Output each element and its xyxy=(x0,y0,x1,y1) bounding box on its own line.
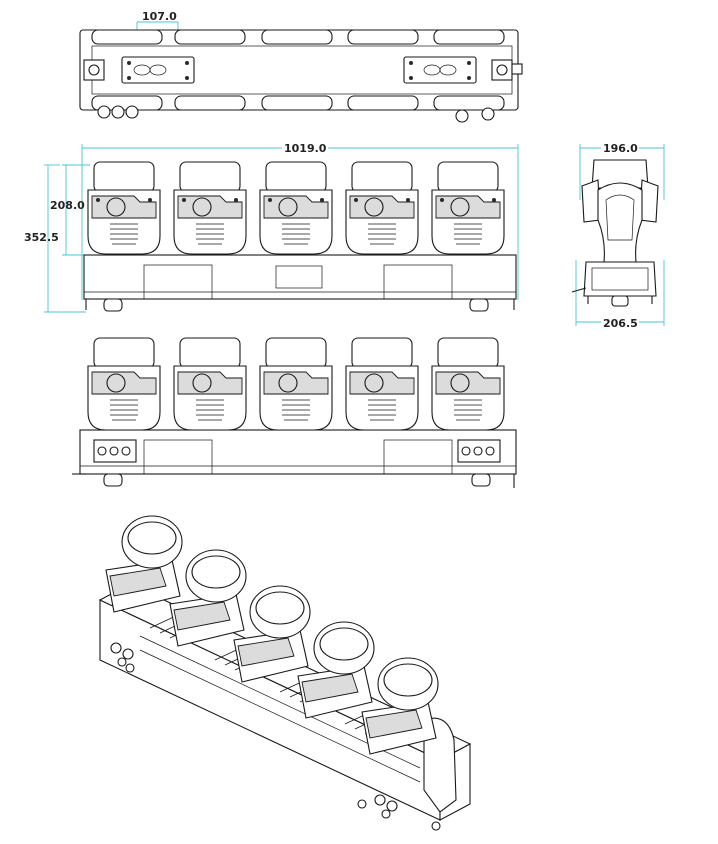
rear-view xyxy=(72,337,517,488)
dim-side-top-width: 196.0 xyxy=(603,142,638,155)
top-view: 107.0 xyxy=(79,10,523,123)
dim-front-total-height: 352.5 xyxy=(24,231,59,244)
isometric-view xyxy=(98,515,472,831)
side-view: 196.0 206.5 xyxy=(571,140,665,330)
front-view: 1019.0 208.0 352.5 xyxy=(24,140,519,313)
dim-top-spacing: 107.0 xyxy=(142,10,177,23)
dim-side-bottom-width: 206.5 xyxy=(603,317,638,330)
dim-front-width: 1019.0 xyxy=(284,142,327,155)
dim-front-head-height: 208.0 xyxy=(50,199,85,212)
